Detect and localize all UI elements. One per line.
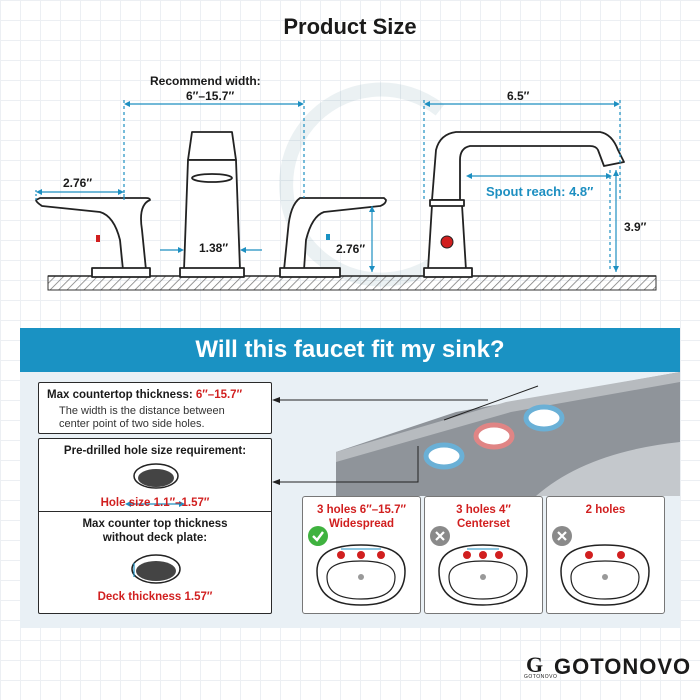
cross-icon	[430, 526, 450, 546]
deck-thickness-value: Deck thickness 1.57″	[97, 591, 213, 603]
brand-logo-sub: GOTONOVO	[524, 674, 558, 680]
hole-size-title: Pre-drilled hole size requirement:	[63, 445, 247, 457]
option-widespread-card: 3 holes 6″–15.7″ Widespread	[302, 496, 421, 614]
side-handle-width-label: 2.76″	[63, 176, 93, 190]
fit-banner: Will this faucet fit my sink?	[20, 328, 680, 372]
countertop-title: Max countertop thickness:	[47, 389, 196, 401]
recommend-width-label: Recommend width:	[150, 74, 261, 88]
countertop-hatch	[47, 275, 657, 291]
brand-logo-letter: G	[526, 652, 544, 677]
left-handle-shape	[35, 197, 151, 278]
dimension-lines	[35, 100, 621, 272]
countertop-desc-line2: center point of two side holes.	[59, 418, 205, 430]
hole-size-arrow	[123, 495, 187, 513]
deck-title-line1: Max counter top thickness	[82, 518, 228, 530]
side-view-faucet-shape	[423, 131, 625, 278]
dimension-arrows	[36, 101, 620, 272]
page-title: Product Size	[283, 14, 417, 39]
cross-icon	[552, 526, 572, 546]
spout-length-label: 6.5″	[507, 89, 530, 103]
faucet-dimension-drawing	[35, 82, 657, 291]
option-widespread-line2: Widespread	[328, 518, 395, 530]
handle-height-label: 2.76″	[336, 242, 366, 256]
spout-reach-label: Spout reach: 4.8″	[486, 184, 594, 199]
option-centerset-card: 3 holes 4″ Centerset	[424, 496, 543, 614]
deck-thickness-icon	[131, 554, 181, 584]
option-centerset-line1: 3 holes 4″	[456, 504, 511, 516]
sink-countertop-illustration	[336, 372, 680, 496]
option-widespread-line1: 3 holes 6″–15.7″	[316, 504, 406, 516]
hole-size-icon	[133, 463, 179, 489]
option-two-holes-card: 2 holes	[546, 496, 665, 614]
countertop-thickness-card: Max countertop thickness: 6″–15.7″ The w…	[38, 382, 272, 434]
connector-arrows	[272, 385, 539, 485]
sink-centerset-illustration	[438, 544, 528, 606]
countertop-desc-line1: The width is the distance between	[59, 405, 225, 417]
center-spout-shape	[179, 131, 245, 278]
check-icon	[308, 526, 328, 546]
hole-size-value: Hole size 1.1″–1.57″	[100, 497, 210, 509]
spout-height-label: 3.9″	[624, 220, 647, 234]
option-centerset-line2: Centerset	[456, 518, 511, 530]
spout-base-label: 1.38″	[199, 241, 229, 255]
sink-two-holes-illustration	[560, 544, 650, 606]
recommend-width-value: 6″–15.7″	[186, 89, 235, 103]
brand-name: GOTONOVO	[554, 654, 692, 679]
sink-widespread-illustration	[316, 544, 406, 606]
hole-requirements-card: Pre-drilled hole size requirement: Hole …	[38, 438, 272, 614]
watermark-logo	[279, 82, 456, 287]
brand-logo: G GOTONOVO	[524, 652, 557, 680]
deck-title-line2: without deck plate:	[102, 532, 208, 544]
card-divider	[39, 511, 271, 512]
right-handle-shape	[279, 197, 387, 278]
option-two-holes-line1: 2 holes	[585, 504, 626, 516]
countertop-value: 6″–15.7″	[195, 389, 243, 401]
